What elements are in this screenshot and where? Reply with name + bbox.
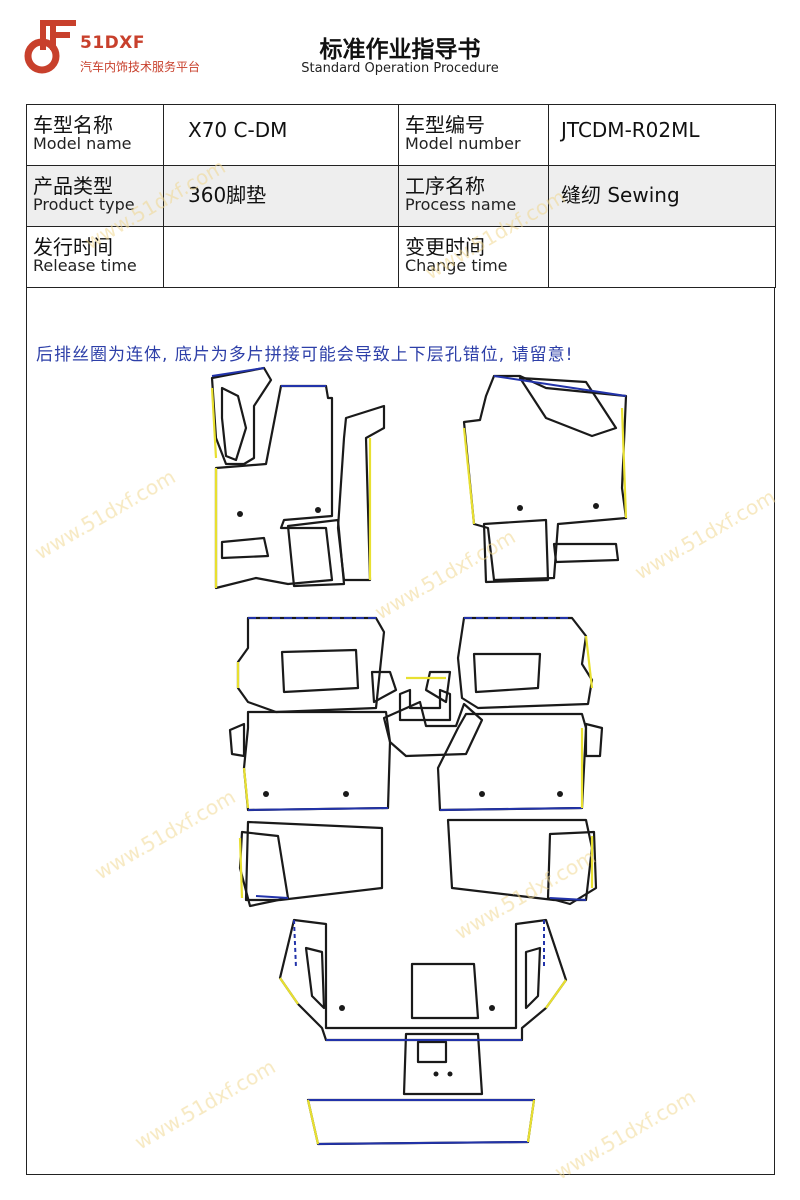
process-name-label: 工序名称	[405, 174, 485, 198]
model-number-label: 车型编号	[405, 113, 485, 137]
diagram-frame	[26, 288, 775, 1175]
brand-subtitle: 汽车内饰技术服务平台	[80, 60, 201, 74]
mat-piece-side-flaps	[228, 722, 604, 908]
model-name-value: X70 C-DM	[188, 118, 288, 142]
release-time-value-cell	[163, 226, 399, 288]
change-time-label: 变更时间	[405, 235, 485, 259]
model-name-label-cell: 车型名称 Model name	[26, 104, 164, 166]
release-time-label-en: Release time	[33, 256, 137, 275]
release-time-label: 发行时间	[33, 235, 113, 259]
product-type-label-en: Product type	[33, 195, 135, 214]
info-row-product: 产品类型 Product type 360脚垫 工序名称 Process nam…	[26, 165, 776, 227]
release-time-label-cell: 发行时间 Release time	[26, 226, 164, 288]
process-name-label-cell: 工序名称 Process name	[398, 165, 549, 227]
document-header: 51DXF 汽车内饰技术服务平台 标准作业指导书 Standard Operat…	[0, 0, 800, 100]
process-name-value-cell: 缝纫 Sewing	[548, 165, 776, 227]
change-time-value	[549, 227, 775, 240]
mat-piece-middle-left	[236, 616, 392, 902]
change-time-value-cell	[548, 226, 776, 288]
mat-piece-rear-center	[278, 918, 568, 1042]
process-name-value: 缝纫 Sewing	[561, 183, 680, 207]
mat-piece-middle-right	[436, 616, 594, 902]
mat-piece-front-left	[210, 366, 386, 590]
process-name-label-en: Process name	[405, 195, 517, 214]
model-number-label-cell: 车型编号 Model number	[398, 104, 549, 166]
change-time-label-en: Change time	[405, 256, 508, 275]
mat-holes	[237, 503, 599, 1077]
edge-marks-blue	[211, 367, 627, 1145]
brand-name: 51DXF	[80, 33, 145, 53]
document-subtitle: Standard Operation Procedure	[301, 61, 499, 76]
model-number-value: JTCDM-R02ML	[561, 118, 700, 142]
document-title: 标准作业指导书	[319, 37, 481, 63]
floor-mat-pattern-diagram	[210, 366, 628, 1146]
product-type-value-cell: 360脚垫	[163, 165, 399, 227]
product-type-label: 产品类型	[33, 174, 113, 198]
mat-piece-center-console	[370, 670, 484, 758]
sewing-notice: 后排丝圈为连体, 底片为多片拼接可能会导致上下层孔错位, 请留意!	[36, 345, 574, 365]
model-number-label-en: Model number	[405, 134, 521, 153]
product-type-value: 360脚垫	[188, 183, 267, 207]
model-name-label-en: Model name	[33, 134, 132, 153]
info-table: 车型名称 Model name X70 C-DM 车型编号 Model numb…	[26, 104, 776, 288]
product-type-label-cell: 产品类型 Product type	[26, 165, 164, 227]
release-time-value	[164, 227, 398, 240]
model-number-value-cell: JTCDM-R02ML	[548, 104, 776, 166]
edge-marks-yellow	[210, 387, 628, 1145]
brand-logo-icon	[24, 20, 76, 74]
model-name-value-cell: X70 C-DM	[163, 104, 399, 166]
change-time-label-cell: 变更时间 Change time	[398, 226, 549, 288]
model-name-label: 车型名称	[33, 113, 113, 137]
mat-piece-rear-small	[306, 1032, 536, 1146]
mat-piece-front-right	[462, 374, 628, 584]
info-row-time: 发行时间 Release time 变更时间 Change time	[26, 226, 776, 288]
info-row-model: 车型名称 Model name X70 C-DM 车型编号 Model numb…	[26, 104, 776, 166]
